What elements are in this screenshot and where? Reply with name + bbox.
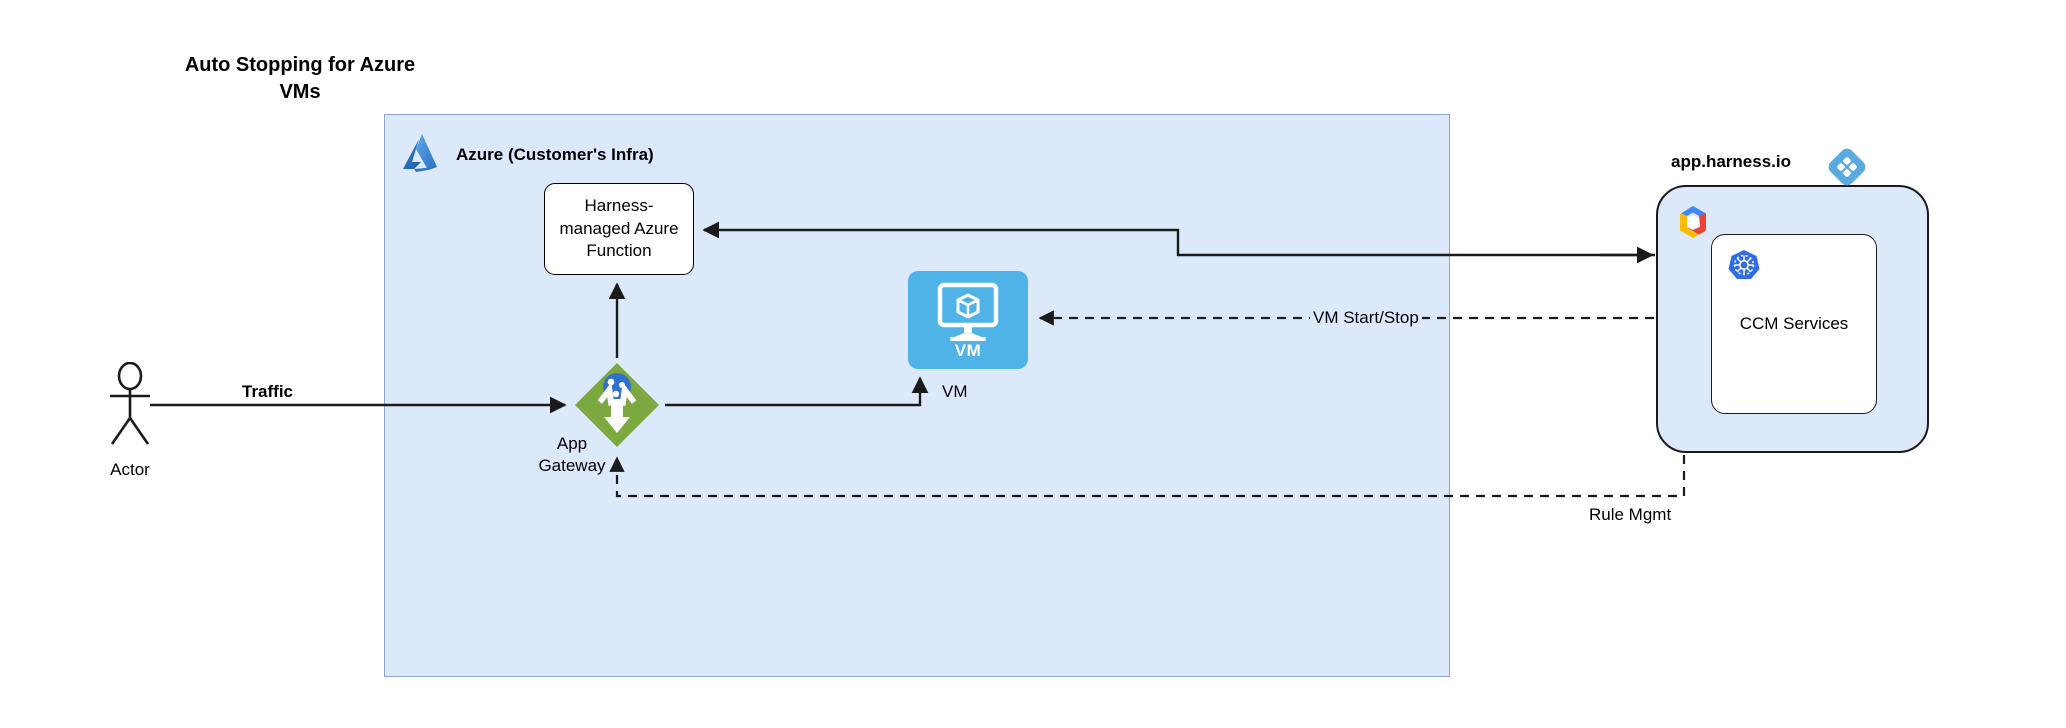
azure-function-label: Harness- managed Azure Function xyxy=(559,196,679,261)
harness-panel-title: app.harness.io xyxy=(1671,152,1791,171)
gcp-logo-icon xyxy=(1673,202,1713,242)
azure-container-label: Azure (Customer's Infra) xyxy=(456,145,654,164)
edge-label-rule-mgmt: Rule Mgmt xyxy=(1589,505,1672,524)
actor-label: Actor xyxy=(110,460,150,479)
kubernetes-logo-icon xyxy=(1727,248,1761,282)
azure-logo-icon xyxy=(397,129,445,177)
harness-logo-icon xyxy=(1826,146,1868,188)
edge-label-vm-start-stop: VM Start/Stop xyxy=(1310,308,1422,328)
vm-icon-text: VM xyxy=(954,341,982,360)
edge-label-traffic: Traffic xyxy=(242,382,294,401)
actor-stick-figure-icon[interactable] xyxy=(100,361,160,446)
azure-function-node[interactable]: Harness- managed Azure Function xyxy=(544,183,694,275)
ccm-services-label: CCM Services xyxy=(1739,314,1849,333)
app-gateway-label: App Gateway xyxy=(538,434,606,476)
app-gateway-icon[interactable] xyxy=(573,361,661,449)
virtual-machine-icon[interactable]: VM xyxy=(908,271,1028,369)
page-title: Auto Stopping for Azure VMs xyxy=(184,54,416,103)
vm-label: VM xyxy=(942,382,968,401)
